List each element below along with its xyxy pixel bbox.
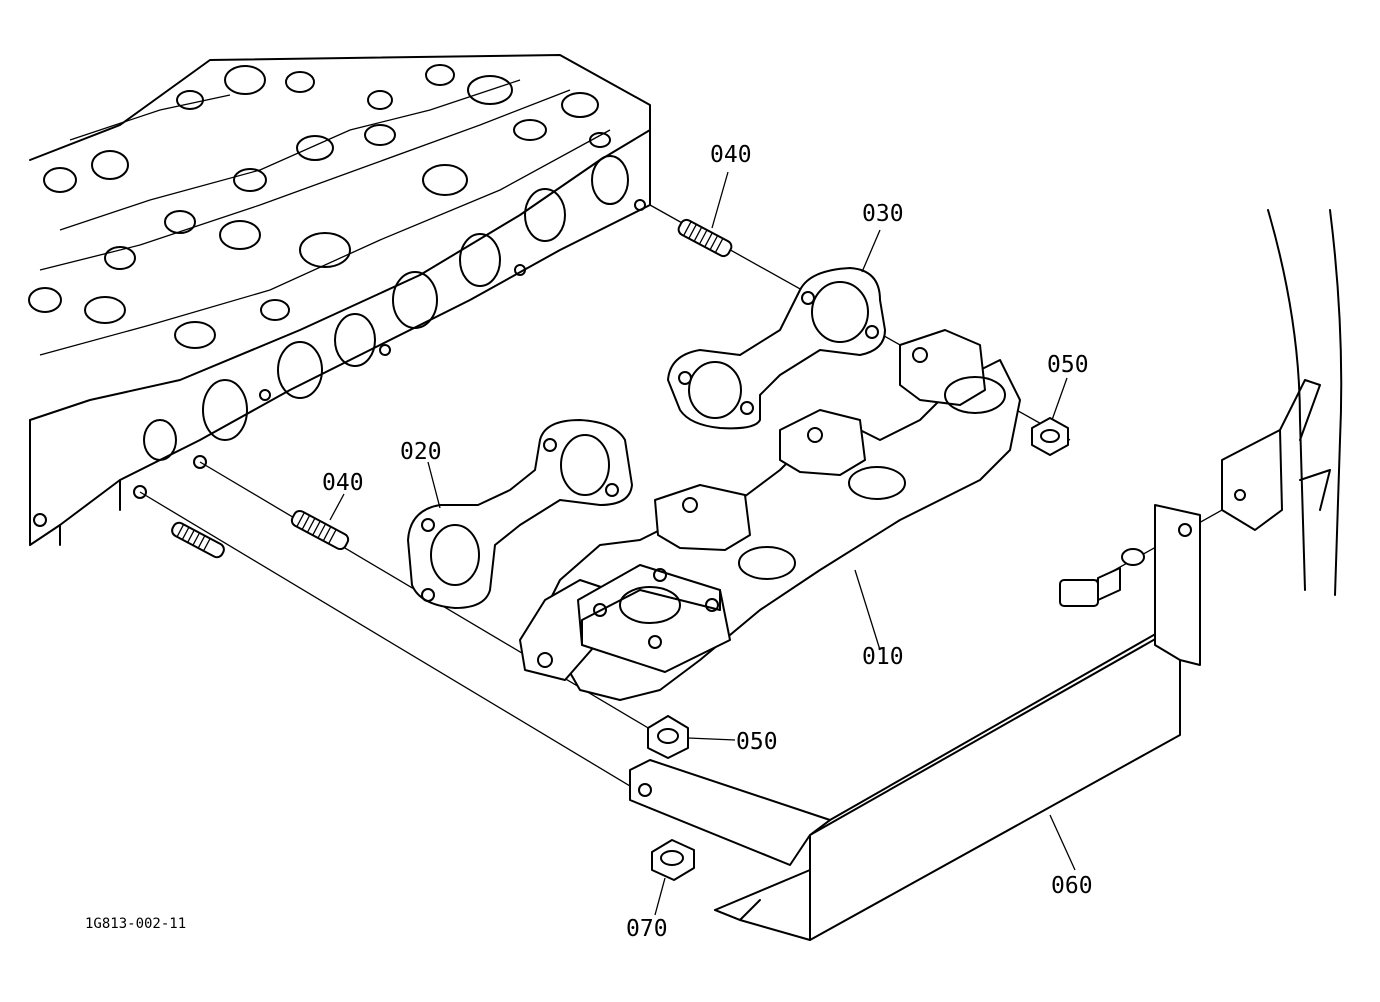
stud-upper [677, 218, 733, 258]
nut-070 [651, 839, 695, 881]
callout-020: 020 [400, 439, 442, 465]
bolt-right [1059, 548, 1145, 607]
cylinder-head [28, 54, 651, 546]
gasket-030 [667, 267, 886, 430]
callout-050-lower: 050 [736, 729, 778, 755]
callout-040-lower: 040 [322, 470, 364, 496]
stud-left [171, 521, 225, 559]
callout-070: 070 [626, 916, 668, 942]
leader-lines [329, 171, 1076, 916]
nut-050-right [1031, 417, 1069, 456]
nut-050-lower [647, 715, 689, 759]
drawing-code: 1G813-002-11 [85, 916, 186, 932]
engine-frame-right [1221, 209, 1343, 596]
gasket-020 [407, 419, 633, 609]
callout-060: 060 [1051, 873, 1093, 899]
callout-labels: 040 030 050 020 040 010 050 060 070 1G81… [85, 142, 1093, 942]
callout-010: 010 [862, 644, 904, 670]
exhaust-manifold-010 [519, 329, 1021, 701]
stud-lower [290, 509, 350, 551]
heat-shield-060 [629, 504, 1201, 941]
callout-030: 030 [862, 201, 904, 227]
callout-040-upper: 040 [710, 142, 752, 168]
callout-050-right: 050 [1047, 352, 1089, 378]
